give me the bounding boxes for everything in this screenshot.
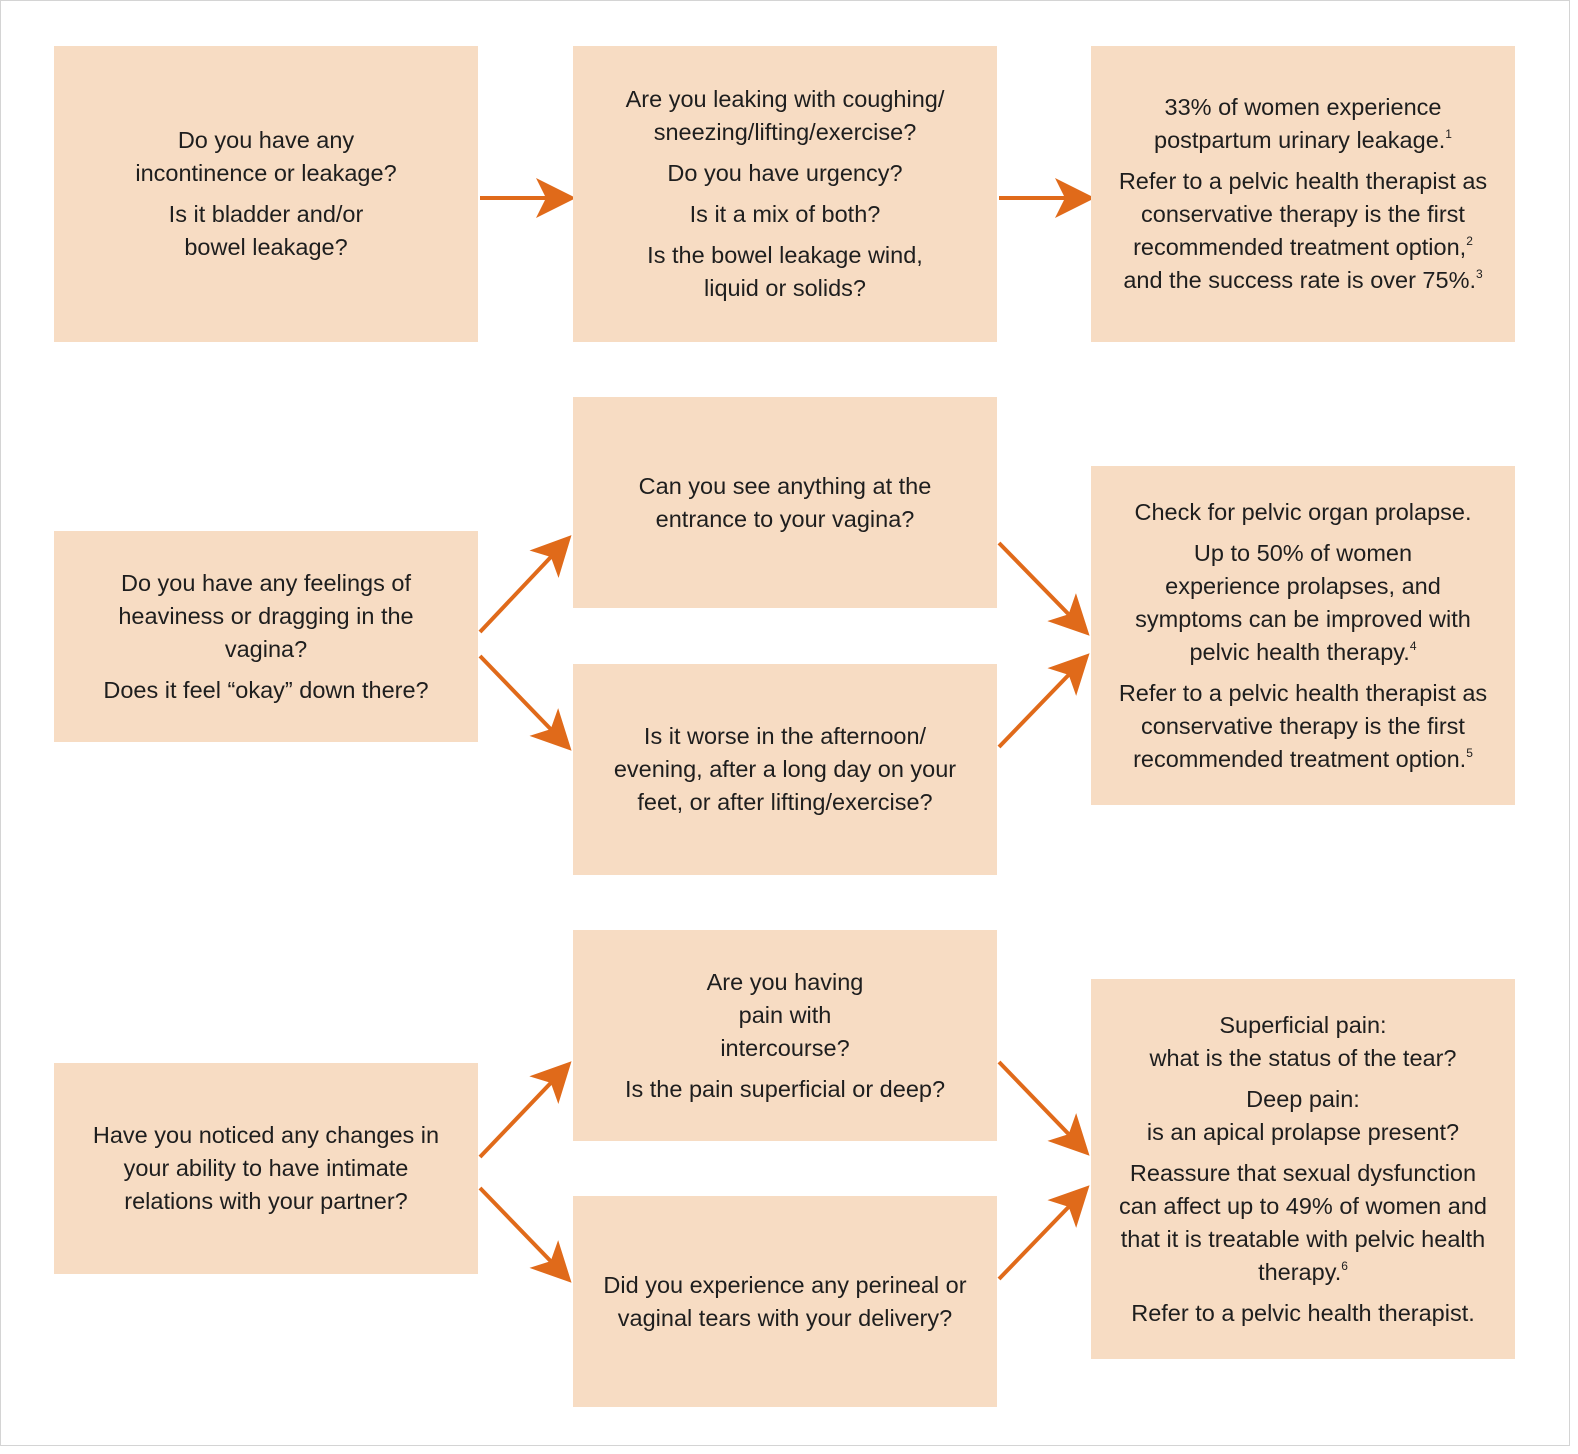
row3-outcome-superficial-label: Superficial pain: [1219, 1011, 1387, 1038]
row2-question-2: Does it feel “okay” down there? [103, 676, 429, 703]
reference-5: 5 [1466, 745, 1473, 760]
row3-outcome-deep: Deep pain: is an apical prolapse present… [1147, 1083, 1459, 1149]
row2-outcome-stat: Up to 50% of women experience prolapses,… [1111, 537, 1495, 669]
row2-followup-a-box: Can you see anything at the entrance to … [573, 397, 997, 608]
row2-outcome-referral: Refer to a pelvic health therapist as co… [1111, 677, 1495, 776]
row1-followup-3: Is it a mix of both? [689, 201, 881, 227]
row3-outcome-deep-label: Deep pain: [1246, 1085, 1360, 1112]
reference-3: 3 [1476, 267, 1483, 281]
row2-outcome-referral-text: Refer to a pelvic health therapist as co… [1118, 679, 1488, 772]
row1-outcome-referral: Refer to a pelvic health therapist as co… [1113, 165, 1493, 297]
row3-followup-a-box: Are you having pain with intercourse? Is… [573, 930, 997, 1141]
arrow-row3-q2b-to-outcome [997, 1185, 1090, 1281]
row1-followup-4: Is the bowel leakage wind, liquid or sol… [647, 242, 923, 301]
row2-question-box: Do you have any feelings of heaviness or… [54, 531, 478, 742]
row3-followup-b-box: Did you experience any perineal or vagin… [573, 1196, 997, 1407]
row2-outcome-stat-text: Up to 50% of women experience prolapses,… [1135, 539, 1471, 665]
row2-followup-a: Can you see anything at the entrance to … [638, 472, 932, 532]
reference-2: 2 [1466, 234, 1473, 248]
row1-followup-1: Are you leaking with coughing/ sneezing/… [625, 86, 945, 145]
row1-question-2: Is it bladder and/or bowel leakage? [168, 201, 364, 260]
row1-outcome-referral-text-a: Refer to a pelvic health therapist as co… [1118, 168, 1488, 260]
row1-outcome-stat-text: 33% of women experience postpartum urina… [1154, 94, 1446, 153]
row3-followup-a-1: Are you having pain with intercourse? [706, 968, 864, 1061]
reference-6: 6 [1341, 1258, 1348, 1273]
row3-outcome-deep-question: is an apical prolapse present? [1146, 1118, 1460, 1145]
row1-followup-box: Are you leaking with coughing/ sneezing/… [573, 46, 997, 342]
row3-outcome-box: Superficial pain: what is the status of … [1091, 979, 1515, 1359]
row3-outcome-referral: Refer to a pelvic health therapist. [1131, 1299, 1475, 1326]
row3-outcome-reassure-text: Reassure that sexual dysfunction can aff… [1119, 1159, 1487, 1285]
row1-outcome-stat: 33% of women experience postpartum urina… [1113, 91, 1493, 157]
arrow-row3-q1-to-q2b [478, 1186, 572, 1283]
row2-question-1: Do you have any feelings of heaviness or… [118, 569, 414, 662]
row2-outcome-check: Check for pelvic organ prolapse. [1134, 498, 1472, 525]
row2-outcome-box: Check for pelvic organ prolapse. Up to 5… [1091, 466, 1515, 805]
row3-question-1: Have you noticed any changes in your abi… [92, 1122, 440, 1214]
row2-followup-b-box: Is it worse in the afternoon/ evening, a… [573, 664, 997, 875]
row3-followup-b: Did you experience any perineal or vagin… [603, 1271, 967, 1331]
reference-4: 4 [1409, 638, 1417, 653]
arrow-row3-q1-to-q2a [478, 1061, 572, 1159]
row3-outcome-reassure: Reassure that sexual dysfunction can aff… [1111, 1157, 1495, 1289]
arrow-row2-q2a-to-outcome [997, 541, 1090, 636]
row1-question-box: Do you have any incontinence or leakage?… [54, 46, 478, 342]
row1-question-1: Do you have any incontinence or leakage? [135, 127, 397, 186]
row2-followup-b: Is it worse in the afternoon/ evening, a… [613, 723, 957, 815]
row1-outcome-referral-text-b: and the success rate is over 75%. [1123, 267, 1476, 293]
arrow-row2-q1-to-q2a [478, 535, 572, 634]
row1-outcome-box: 33% of women experience postpartum urina… [1091, 46, 1515, 342]
row1-followup-2: Do you have urgency? [667, 160, 903, 186]
row3-followup-a-2: Is the pain superficial or deep? [624, 1075, 946, 1102]
reference-1: 1 [1445, 127, 1452, 141]
row3-question-box: Have you noticed any changes in your abi… [54, 1063, 478, 1274]
arrow-row2-q2b-to-outcome [997, 653, 1090, 749]
arrow-row3-q2a-to-outcome [997, 1060, 1090, 1156]
row3-outcome-superficial: Superficial pain: what is the status of … [1150, 1009, 1457, 1075]
arrow-row2-q1-to-q2b [478, 654, 572, 751]
row3-outcome-superficial-question: what is the status of the tear? [1149, 1044, 1457, 1071]
